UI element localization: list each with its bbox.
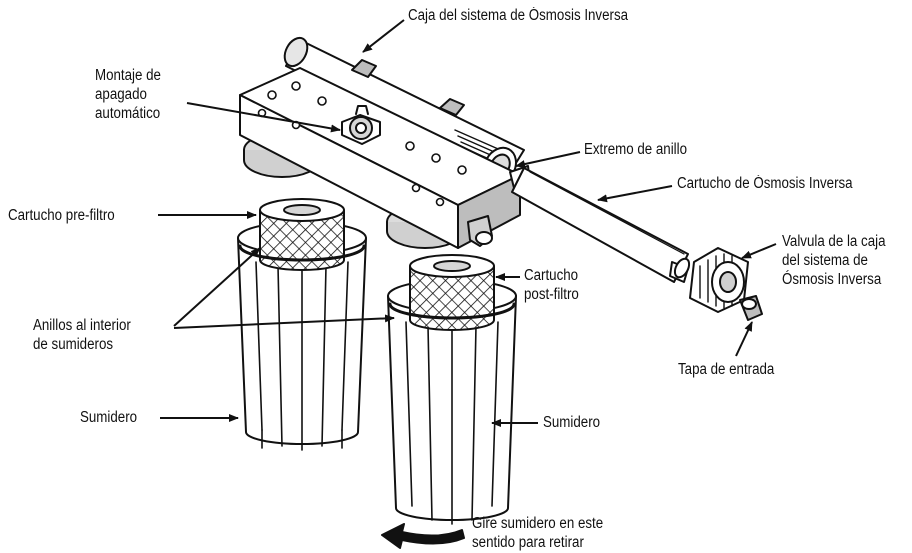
label-prefilter: Cartucho pre-filtro — [8, 207, 115, 224]
housing-valve — [689, 247, 749, 313]
auto-shutoff-assembly — [341, 105, 381, 145]
leader-ring-end — [515, 151, 581, 168]
label-sump-right: Sumidero — [543, 414, 601, 431]
prefilter-cartridge — [259, 198, 345, 271]
leader-rings-1 — [173, 247, 261, 327]
ro-cartridge — [509, 165, 691, 283]
inlet-cap — [739, 295, 763, 321]
label-ro-housing: Caja del sistema de Ósmosis Inversa — [408, 7, 629, 24]
label-auto-shutoff: Montaje de apagado automático — [95, 67, 161, 122]
leader-ro-cartridge — [597, 185, 673, 203]
leader-rings-2 — [173, 314, 395, 329]
leader-valve — [741, 243, 777, 259]
leader-auto-shutoff — [186, 102, 341, 133]
label-ro-cartridge: Cartucho de Ósmosis Inversa — [677, 175, 853, 192]
postfilter-cartridge — [409, 254, 495, 331]
label-postfilter: Cartucho post-filtro — [524, 267, 579, 303]
label-sump-left: Sumidero — [80, 409, 138, 426]
manifold-fitting — [467, 215, 493, 247]
leader-inlet-cap — [735, 321, 753, 357]
label-rotate-instruction: Gire sumidero en este sentido para retir… — [472, 515, 604, 551]
label-housing-valve: Valvula de la caja del sistema de Ósmosi… — [782, 233, 886, 288]
label-ring-end: Extremo de anillo — [584, 141, 687, 158]
leader-ro-housing — [362, 19, 405, 53]
rotate-arrow — [381, 523, 465, 549]
label-inlet-cap: Tapa de entrada — [678, 361, 775, 378]
label-rings: Anillos al interior de sumideros — [33, 317, 131, 353]
